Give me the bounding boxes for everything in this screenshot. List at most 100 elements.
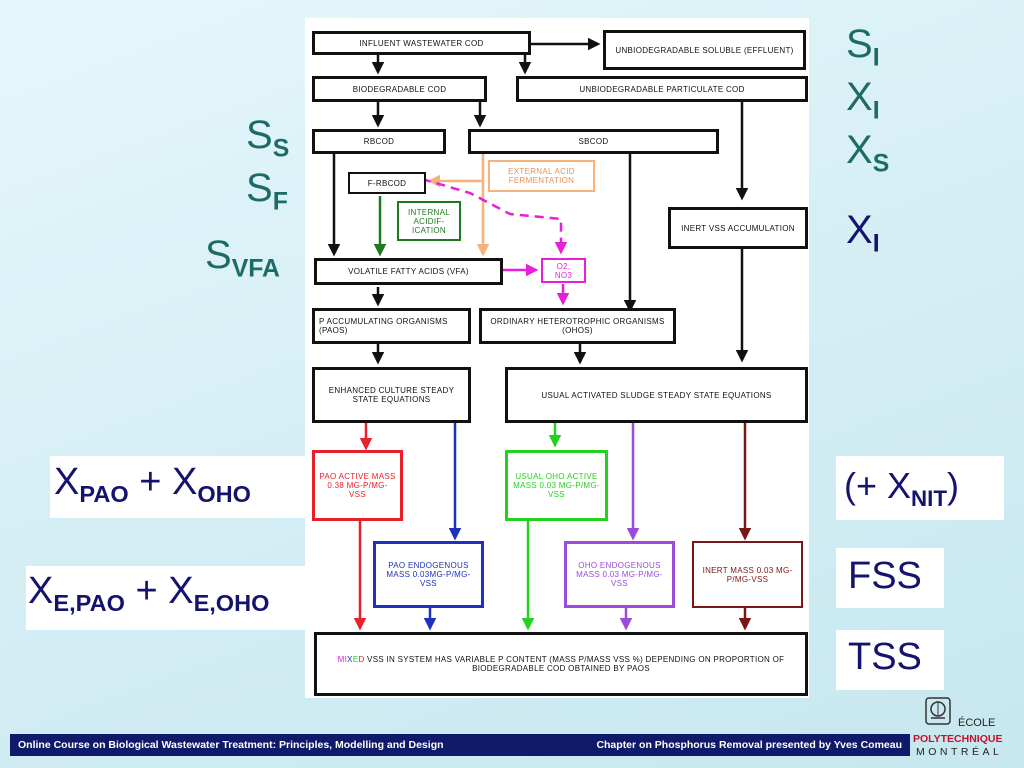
mixed-vss-label: MIXED VSS IN SYSTEM HAS VARIABLE P CONTE… (321, 655, 801, 673)
symbol-xi-top: XI (846, 75, 880, 126)
tss-label: TSS (848, 636, 922, 678)
internal-acidification-label: INTERNAL ACIDIF-ICATION (408, 207, 450, 235)
inert-vss-label: INERT VSS ACCUMULATION (681, 223, 795, 233)
pao-organisms-label: P ACCUMULATING ORGANISMS (PAOs) (319, 317, 448, 335)
endogenous-mass-cell (26, 566, 344, 630)
symbol-sf-main: S (246, 166, 273, 210)
fss-label: FSS (848, 555, 922, 597)
pao-organisms-box: P ACCUMULATING ORGANISMS (PAOs) (312, 308, 471, 344)
mixed-letter-d: D (358, 655, 365, 664)
symbol-xs: XS (846, 128, 889, 179)
oho-active-mass-label: USUAL OHO ACTIVE MASS 0.03 mg-P/mg-VSS (513, 472, 600, 499)
symbol-xoho-sub: OHO (197, 481, 251, 508)
mixed-letter-x: X (347, 655, 353, 664)
pao-active-mass-box: PAO ACTIVE MASS 0.38 mg-P/mg-VSS (312, 450, 403, 521)
inert-mass-box: INERT MASS 0.03 mg-P/mg-VSS (692, 541, 803, 608)
footer-course-title: Online Course on Biological Wastewater T… (18, 739, 444, 751)
symbol-sf: SF (246, 166, 288, 217)
symbol-xi-top-main: X (846, 75, 873, 119)
fss-cell (836, 548, 944, 608)
internal-acidification-box: INTERNAL ACIDIF-ICATION (397, 201, 461, 241)
crest-icon (925, 697, 951, 725)
symbol-xeoho-sub: E,OHO (193, 590, 270, 617)
oho-organisms-label: ORDINARY HETEROTROPHIC ORGANISMS (OHOs) (490, 317, 665, 335)
unbiodegradable-soluble-box: UNBIODEGRADABLE SOLUBLE (effluent) (603, 30, 806, 70)
inert-mass-label: INERT MASS 0.03 mg-P/mg-VSS (702, 565, 793, 584)
symbol-sf-sub: F (272, 188, 288, 216)
symbol-xoho-main: X (171, 461, 198, 503)
active-mass-expression: XPAO + XOHO (54, 461, 251, 508)
symbol-svfa-sub: VFA (231, 255, 280, 283)
tss-cell (836, 630, 944, 690)
symbol-xs-main: X (846, 128, 873, 172)
symbol-xepao-main: X (28, 570, 54, 612)
active-mass-cell (50, 456, 305, 518)
rbcod-label: RBCOD (363, 137, 395, 146)
mixed-vss-text: VSS IN SYSTEM HAS VARIABLE P CONTENT (MA… (364, 655, 785, 673)
symbol-si-sub: I (872, 44, 880, 72)
nitrifier-sub: NIT (911, 485, 947, 511)
symbol-xs-sub: S (872, 150, 890, 178)
inert-vss-box: INERT VSS ACCUMULATION (668, 207, 808, 249)
oho-active-mass-box: USUAL OHO ACTIVE MASS 0.03 mg-P/mg-VSS (505, 450, 608, 521)
external-acid-fermentation-label: EXTERNAL ACID FERMENTATION (508, 167, 575, 185)
polytechnique-logo: ÉCOLE POLYTECHNIQUE MONTRÉAL (910, 692, 1022, 766)
plus-sign-2: + (124, 570, 169, 612)
pao-active-mass-label: PAO ACTIVE MASS 0.38 mg-P/mg-VSS (319, 472, 396, 499)
oho-endogenous-box: OHO ENDOGENOUS MASS 0.03 mg-P/mg-VSS (564, 541, 675, 608)
sbcod-box: SBCOD (468, 129, 719, 154)
nitrifier-close: ) (946, 465, 959, 506)
frbcod-label: F-RBCOD (367, 178, 407, 188)
vfa-label: VOLATILE FATTY ACIDS (VFA) (348, 267, 469, 276)
logo-line-montreal: MONTRÉAL (916, 746, 1003, 758)
logo-line-ecole: ÉCOLE (958, 717, 996, 729)
o2-no3-box: O2, NO3 (541, 258, 586, 283)
usual-activated-sludge-label: USUAL ACTIVATED SLUDGE STEADY STATE EQUA… (541, 390, 772, 400)
biodegradable-cod-box: BIODEGRADABLE COD (312, 76, 487, 102)
symbol-xpao-sub: PAO (79, 481, 129, 508)
mixed-letter-e: E (352, 655, 359, 664)
influent-cod-box: INFLUENT WASTEWATER COD (312, 31, 531, 55)
o2-no3-label: O2, NO3 (554, 261, 573, 280)
symbol-xi-top-sub: I (872, 97, 880, 125)
symbol-svfa-main: S (205, 233, 232, 277)
biodegradable-cod-label: BIODEGRADABLE COD (352, 84, 447, 94)
oho-organisms-box: ORDINARY HETEROTROPHIC ORGANISMS (OHOs) (479, 308, 676, 344)
mixed-letters-mi: MI (337, 655, 348, 664)
pao-endogenous-box: PAO ENDOGENOUS MASS 0.03mg-P/mg-VSS (373, 541, 484, 608)
symbol-svfa: SVFA (205, 233, 280, 284)
symbol-xi-bottom-main: X (846, 208, 873, 252)
symbol-xepao-sub: E,PAO (53, 590, 125, 617)
nitrifier-expression: (+ XNIT) (844, 465, 959, 512)
vfa-box: VOLATILE FATTY ACIDS (VFA) (314, 258, 503, 285)
unbiodegradable-particulate-box: UNBIODEGRADABLE PARTICULATE COD (516, 76, 808, 102)
sbcod-label: SBCOD (578, 137, 609, 146)
symbol-xeoho-main: X (168, 570, 194, 612)
symbol-si-main: S (846, 22, 873, 66)
oho-endogenous-label: OHO ENDOGENOUS MASS 0.03 mg-P/mg-VSS (576, 561, 663, 588)
footer-bar: Online Course on Biological Wastewater T… (10, 734, 910, 756)
symbol-xpao-main: X (54, 461, 80, 503)
enhanced-culture-label: ENHANCED CULTURE STEADY STATE EQUATIONS (328, 386, 455, 404)
external-acid-fermentation-box: EXTERNAL ACID FERMENTATION (488, 160, 595, 192)
symbol-ss-sub: S (272, 135, 290, 163)
endogenous-mass-expression: XE,PAO + XE,OHO (28, 570, 269, 617)
nitrifier-cell (836, 456, 1004, 520)
rbcod-box: RBCOD (312, 129, 446, 154)
unbiodegradable-soluble-label: UNBIODEGRADABLE SOLUBLE (effluent) (615, 45, 794, 55)
influent-cod-label: INFLUENT WASTEWATER COD (359, 38, 484, 48)
enhanced-culture-box: ENHANCED CULTURE STEADY STATE EQUATIONS (312, 367, 471, 423)
footer-chapter-credit: Chapter on Phosphorus Removal presented … (596, 739, 902, 751)
mixed-vss-box: MIXED VSS IN SYSTEM HAS VARIABLE P CONTE… (314, 632, 808, 696)
logo-line-polytechnique: POLYTECHNIQUE (913, 733, 1003, 745)
usual-activated-sludge-box: USUAL ACTIVATED SLUDGE STEADY STATE EQUA… (505, 367, 808, 423)
unbiodegradable-particulate-label: UNBIODEGRADABLE PARTICULATE COD (579, 84, 745, 94)
symbol-ss-main: S (246, 113, 273, 157)
symbol-ss: SS (246, 113, 289, 164)
symbol-xi-bottom: XI (846, 208, 880, 259)
plus-sign-1: + (128, 461, 172, 503)
symbol-xi-bottom-sub: I (872, 230, 880, 258)
symbol-si: SI (846, 22, 880, 73)
nitrifier-open: (+ X (844, 465, 912, 506)
